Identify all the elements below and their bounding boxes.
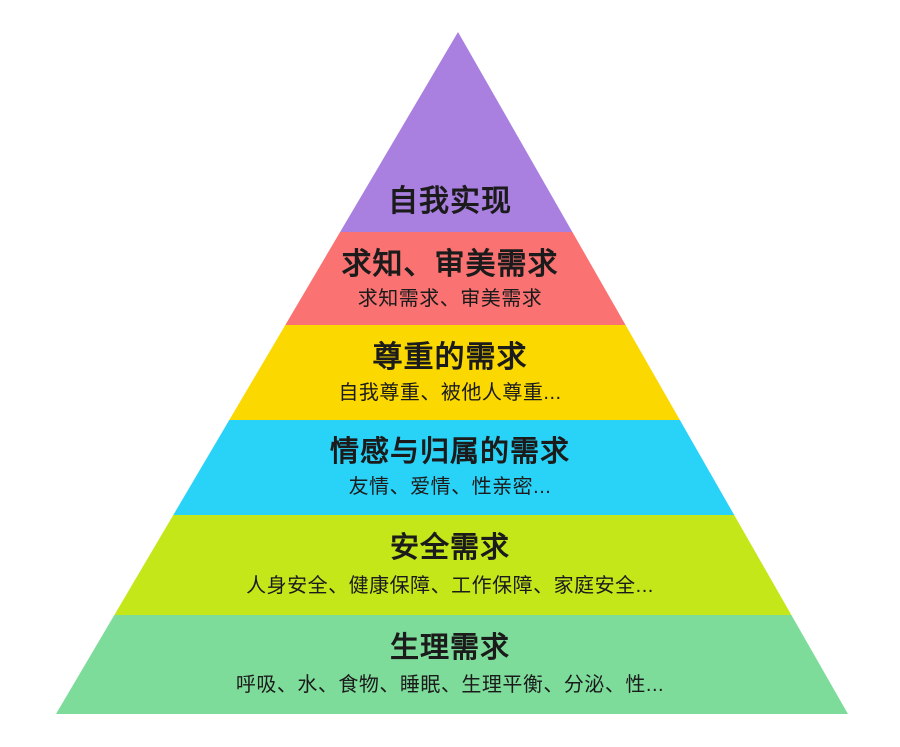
tier-title-love-belonging: 情感与归属的需求	[329, 435, 570, 468]
tier-subtitle-cognitive-aesthetic: 求知需求、审美需求	[357, 287, 543, 310]
pyramid-tier-self-actualization: 自我实现	[55, 32, 848, 232]
tier-title-safety: 安全需求	[389, 532, 510, 565]
pyramid-tier-cognitive-aesthetic: 求知、审美需求 求知需求、审美需求	[55, 232, 848, 325]
tier-subtitle-esteem: 自我尊重、被他人尊重...	[338, 382, 562, 404]
tier-title-self-actualization: 自我实现	[388, 185, 512, 218]
tier-title-esteem: 尊重的需求	[372, 341, 528, 374]
pyramid-tier-safety: 安全需求 人身安全、健康保障、工作保障、家庭安全...	[55, 515, 848, 615]
tier-subtitle-physiological: 呼吸、水、食物、睡眠、生理平衡、分泌、性...	[235, 674, 665, 697]
pyramid-tier-physiological: 生理需求 呼吸、水、食物、睡眠、生理平衡、分泌、性...	[55, 615, 848, 714]
tier-subtitle-love-belonging: 友情、爱情、性亲密...	[348, 476, 552, 499]
pyramid-tier-love-belonging: 情感与归属的需求 友情、爱情、性亲密...	[55, 420, 848, 515]
tier-subtitle-safety: 人身安全、健康保障、工作保障、家庭安全...	[246, 574, 654, 597]
tier-title-physiological: 生理需求	[389, 631, 510, 664]
pyramid-tier-esteem: 尊重的需求 自我尊重、被他人尊重...	[55, 325, 848, 420]
pyramid-shape: 自我实现 求知、审美需求 求知需求、审美需求 尊重的需求 自我尊重、被他人尊重.…	[55, 32, 848, 714]
tier-title-cognitive-aesthetic: 求知、审美需求	[341, 247, 559, 281]
